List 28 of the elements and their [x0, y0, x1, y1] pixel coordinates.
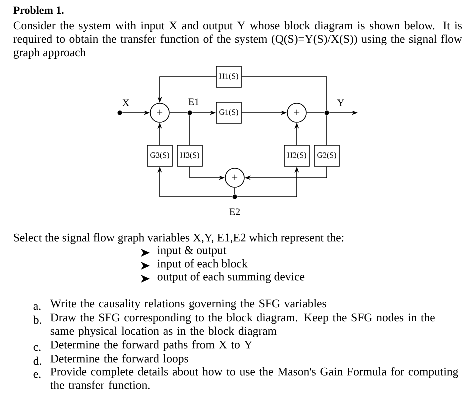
connector-line — [170, 112, 188, 114]
list-item: Draw the SFG corresponding to the block diagram. Keep the SFG nodes in the same physical location as in the block diagram — [50, 313, 435, 338]
list-letter: d. — [34, 356, 42, 366]
signal-label: X — [122, 100, 130, 106]
summing-junction: + — [150, 103, 170, 123]
summing-junction: + — [225, 168, 245, 188]
bullet-text: output of each summing device — [158, 272, 305, 284]
bullet-text: input & output — [158, 246, 227, 257]
list-letter: a. — [34, 304, 41, 310]
list-letter: c. — [34, 345, 41, 352]
diagram-title: Problem 1. — [14, 6, 64, 14]
signal-label: E2 — [230, 208, 240, 216]
connector-line — [326, 115, 328, 146]
instruction-text: Select the signal flow graph variables X,Y, E1,E2 which represent the: — [14, 233, 344, 244]
list-letter: e. — [34, 372, 41, 378]
summing-junction: + — [287, 103, 307, 123]
signal-label: Y — [338, 100, 344, 106]
paragraph: Consider the system with input X and output Y whose block diagram is shown below. It is required to obtain the transfer function of the system (Q(S)=Y(S)/X(S)) using the signal flow graph approach — [14, 21, 462, 59]
list-item: Determine the forward paths from X to Y — [50, 340, 253, 352]
list-item: Determine the forward loops — [50, 354, 188, 366]
list-item: Provide complete details about how to use the Mason's Gain Formula for computing the transfer function. — [50, 367, 458, 390]
signal-label: E1 — [188, 98, 199, 106]
list-letter: b. — [33, 316, 42, 324]
connector-line — [242, 76, 328, 111]
bullet-text: input of each block — [158, 259, 248, 270]
connector-line — [306, 112, 325, 114]
connector-line — [234, 188, 236, 195]
list-item: Write the causality relations governing the SFG variables — [50, 299, 326, 310]
